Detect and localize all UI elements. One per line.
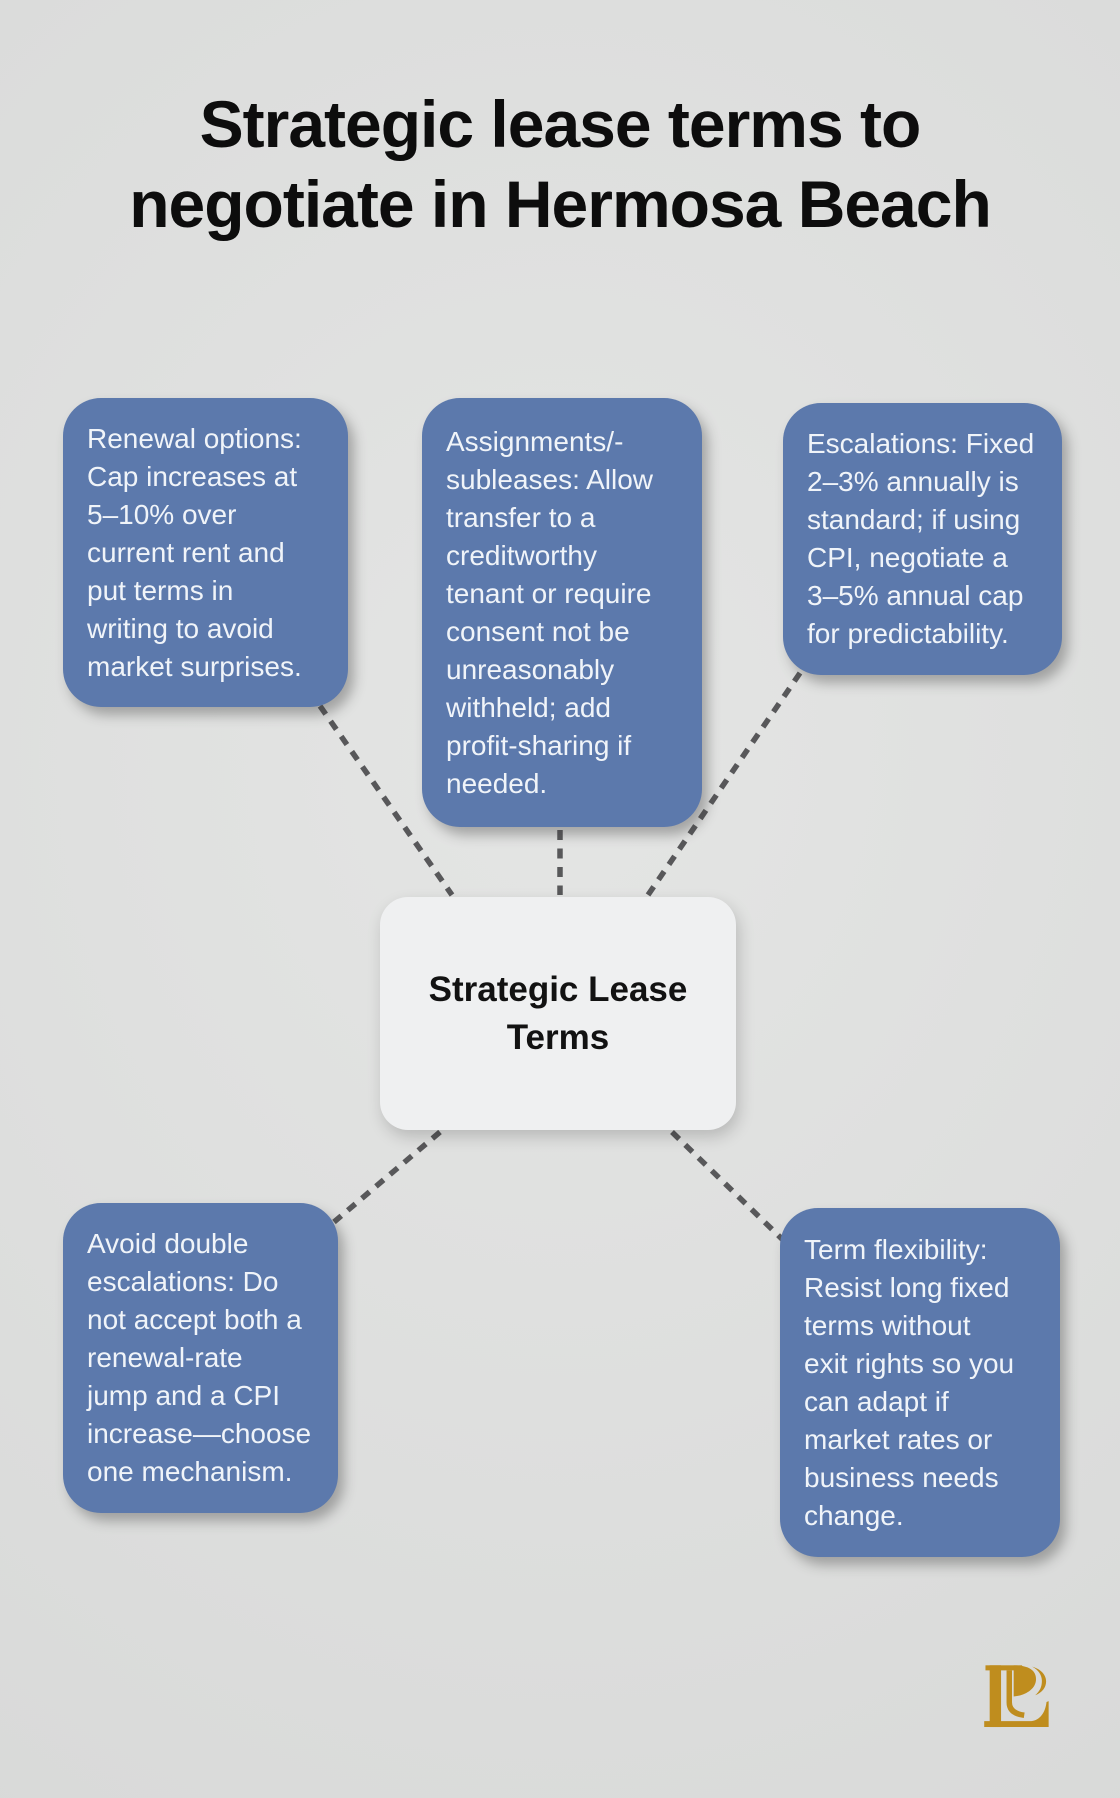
central-node-label: Strategic Lease Terms [428,969,688,1057]
logo-glyph-crescent [1032,1666,1047,1696]
logo-glyph-stem [989,1665,1002,1728]
logo-glyph-inner-stroke [1006,1670,1025,1718]
logo-glyph-top-bar [985,1665,1023,1671]
lp-monogram-logo [980,1656,1060,1742]
branch-text-assignments-subleases: Assignments/- subleases: Allow transfer … [446,425,654,799]
central-node: Strategic Lease Terms [380,897,736,1130]
connector-line-double-escalations [332,1129,442,1225]
branch-text-renewal-options: Renewal options: Cap increases at 5–10% … [87,422,302,682]
branch-box-escalations: Escalations: Fixed 2–3% annually is stan… [783,403,1062,675]
connector-line-term-flexibility [670,1130,785,1242]
page-title: Strategic lease terms to negotiate in He… [129,87,992,241]
logo-glyph-base [984,1701,1049,1728]
branch-text-escalations: Escalations: Fixed 2–3% annually is stan… [807,428,1035,649]
logo-glyph-bowl [1013,1665,1036,1697]
branch-box-avoid-double-escalations: Avoid double escalations: Do not accept … [63,1203,338,1513]
branch-text-term-flexibility: Term flexibility: Resist long fixed term… [804,1233,1015,1531]
branch-box-renewal-options: Renewal options: Cap increases at 5–10% … [63,398,348,707]
branch-text-avoid-double-escalations: Avoid double escalations: Do not accept … [87,1228,312,1487]
lp-monogram-icon [984,1665,1049,1728]
branch-box-term-flexibility: Term flexibility: Resist long fixed term… [780,1208,1060,1557]
branch-box-assignments-subleases: Assignments/- subleases: Allow transfer … [422,398,702,827]
